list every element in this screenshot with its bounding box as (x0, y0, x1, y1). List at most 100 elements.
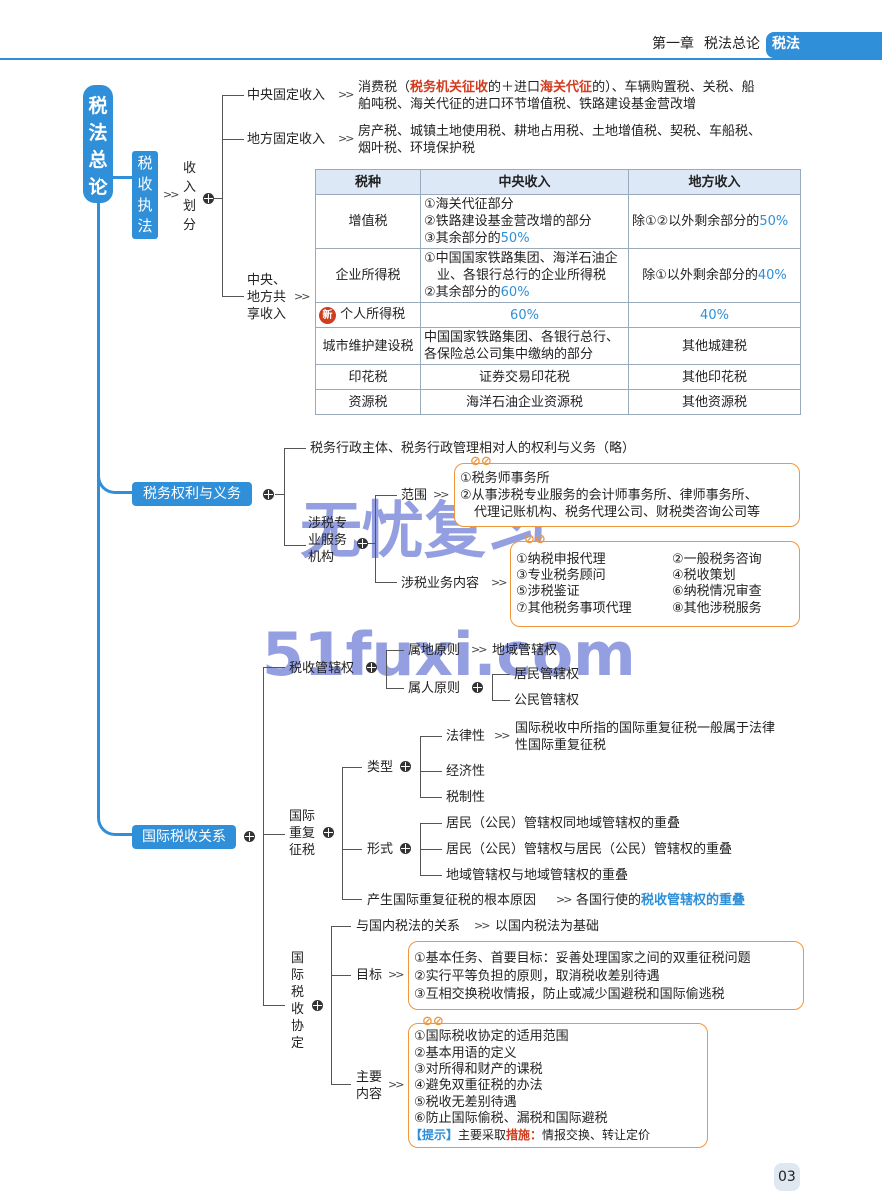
legal-arrow: >> (494, 729, 511, 742)
content-item: ①国际税收协定的适用范围 (414, 1029, 569, 1044)
juris-tick-2 (386, 688, 404, 689)
root-label: 税法总论 (83, 85, 113, 203)
chapter-number: 第一章 (652, 36, 694, 52)
rel-arrow: >> (474, 919, 491, 932)
cell-local: 其他印花税 (628, 364, 801, 390)
trunk-curve-1 (97, 468, 133, 494)
type-label: 类型 (367, 760, 394, 775)
th-central: 中央收入 (420, 169, 629, 195)
header-rule (0, 58, 882, 60)
citizen-juris: 公民管辖权 (514, 693, 580, 708)
root-trunk (97, 203, 100, 808)
cause-text: 各国行使的税收管辖权的重叠 (576, 893, 746, 908)
biz-item: ⑧其他涉税服务 (672, 601, 762, 616)
s1-bracket (222, 95, 223, 297)
scope-item-3: 代理记账机构、税务代理公司、财税类咨询公司等 (474, 505, 761, 520)
central-arrow: >> (338, 88, 355, 101)
treaty-label: 国际税收协定 (291, 951, 305, 1051)
type-legal: 法律性 (446, 729, 486, 744)
biz-label: 涉税业务内容 (401, 576, 480, 591)
form-item-2: 居民（公民）管辖权与居民（公民）管辖权的重叠 (446, 842, 733, 857)
scope-arrow: >> (433, 488, 450, 501)
double-tick-2 (342, 849, 362, 850)
clip-icon: ⊘⊘ (470, 454, 492, 469)
double-tick-1 (342, 767, 362, 768)
table-row: 企业所得税 ①中国国家铁路集团、海洋石油企业、各银行总行的企业所得税 ②其余部分… (315, 248, 801, 303)
content-arrow: >> (388, 1078, 405, 1091)
page-number: 03 (778, 1169, 796, 1185)
treaty-goal-label: 目标 (356, 968, 383, 983)
s1-label: 税收执法 (132, 151, 158, 239)
form-item-3: 地域管辖权与地域管辖权的重叠 (446, 868, 629, 883)
terr-juris: 地域管辖权 (492, 643, 558, 658)
terr-principle: 属地原则 (408, 643, 461, 658)
cell-central: 中国国家铁路集团、各银行总行、各保险总公司集中缴纳的部分 (420, 327, 629, 365)
biz-item: ⑥纳税情况审查 (672, 584, 762, 599)
treaty-rel-text: 以国内税法为基础 (495, 919, 600, 934)
form-tick-3 (420, 875, 442, 876)
cause-label: 产生国际重复征税的根本原因 (367, 893, 537, 908)
central-fixed-label: 中央固定收入 (247, 88, 326, 103)
cell-tax: 资源税 (315, 389, 421, 415)
cell-tax: 增值税 (315, 194, 421, 249)
s2-tick-1 (284, 448, 306, 449)
form-expand-icon[interactable] (400, 843, 411, 854)
s1-arrow: >> (163, 188, 180, 201)
cell-local: 其他资源税 (628, 389, 801, 415)
s2-expand-icon[interactable] (263, 489, 274, 500)
s3-expand-icon[interactable] (244, 831, 255, 842)
agency-expand-icon[interactable] (357, 538, 368, 549)
cause-arrow: >> (556, 893, 573, 906)
cell-local: 40% (628, 302, 801, 328)
agency-bracket (375, 495, 376, 583)
s3-tick-2 (263, 834, 285, 835)
goal-arrow: >> (388, 968, 405, 981)
scope-label: 范围 (401, 488, 428, 503)
s2-bracket (284, 448, 285, 546)
biz-item: ⑦其他税务事项代理 (516, 601, 632, 616)
juris-expand-icon[interactable] (366, 662, 377, 673)
th-tax: 税种 (315, 169, 421, 195)
treaty-content-label: 主要内容 (356, 1070, 383, 1102)
goal-box (408, 941, 804, 1010)
resident-juris: 居民管辖权 (514, 667, 580, 682)
pers-tick-2 (492, 700, 510, 701)
content-item: ③对所得和财产的课税 (414, 1062, 543, 1077)
s3-label: 国际税收关系 (132, 825, 236, 849)
shared-arrow: >> (294, 290, 311, 303)
double-bracket (342, 767, 343, 899)
pers-tick-1 (492, 674, 510, 675)
form-item-1: 居民（公民）管辖权同地域管辖权的重叠 (446, 816, 681, 831)
type-bracket (420, 736, 421, 798)
header-tag-label: 税法 (772, 36, 800, 52)
cell-tax: 城市维护建设税 (315, 327, 421, 365)
cell-tax: 印花税 (315, 364, 421, 390)
central-fixed-line1: 消费税（税务机关征收的＋进口海关代征的）、车辆购置税、关税、船 (358, 80, 755, 95)
s1-expand-icon[interactable] (203, 193, 214, 204)
s1-connector (213, 198, 222, 199)
agency-connector (368, 543, 375, 544)
scope-item-2: ②从事涉税专业服务的会计师事务所、律师事务所、 (460, 488, 758, 503)
legal-desc-2: 性国际重复征税 (515, 738, 607, 753)
treaty-tick-1 (331, 926, 351, 927)
cell-local: 除①以外剩余部分的40% (628, 248, 801, 303)
biz-item: ④税收策划 (672, 568, 736, 583)
type-tick-3 (420, 797, 442, 798)
cell-central: 海洋石油企业资源税 (420, 389, 629, 415)
cell-local: 除①②以外剩余部分的50% (628, 194, 801, 249)
treaty-expand-icon[interactable] (312, 1000, 323, 1011)
double-expand-icon[interactable] (323, 827, 334, 838)
juris-bracket (386, 650, 387, 688)
type-expand-icon[interactable] (400, 761, 411, 772)
pers-expand-icon[interactable] (472, 682, 483, 693)
local-fixed-line2: 烟叶税、环境保护税 (358, 141, 476, 156)
cell-central: 证券交易印花税 (420, 364, 629, 390)
local-fixed-line1: 房产税、城镇土地使用税、耕地占用税、土地增值税、契税、车船税、 (358, 124, 762, 139)
form-tick-1 (420, 823, 442, 824)
biz-item: ⑤涉税鉴证 (516, 584, 580, 599)
s1-tick-1 (222, 95, 244, 96)
scope-item-1: ①税务师事务所 (460, 471, 550, 486)
